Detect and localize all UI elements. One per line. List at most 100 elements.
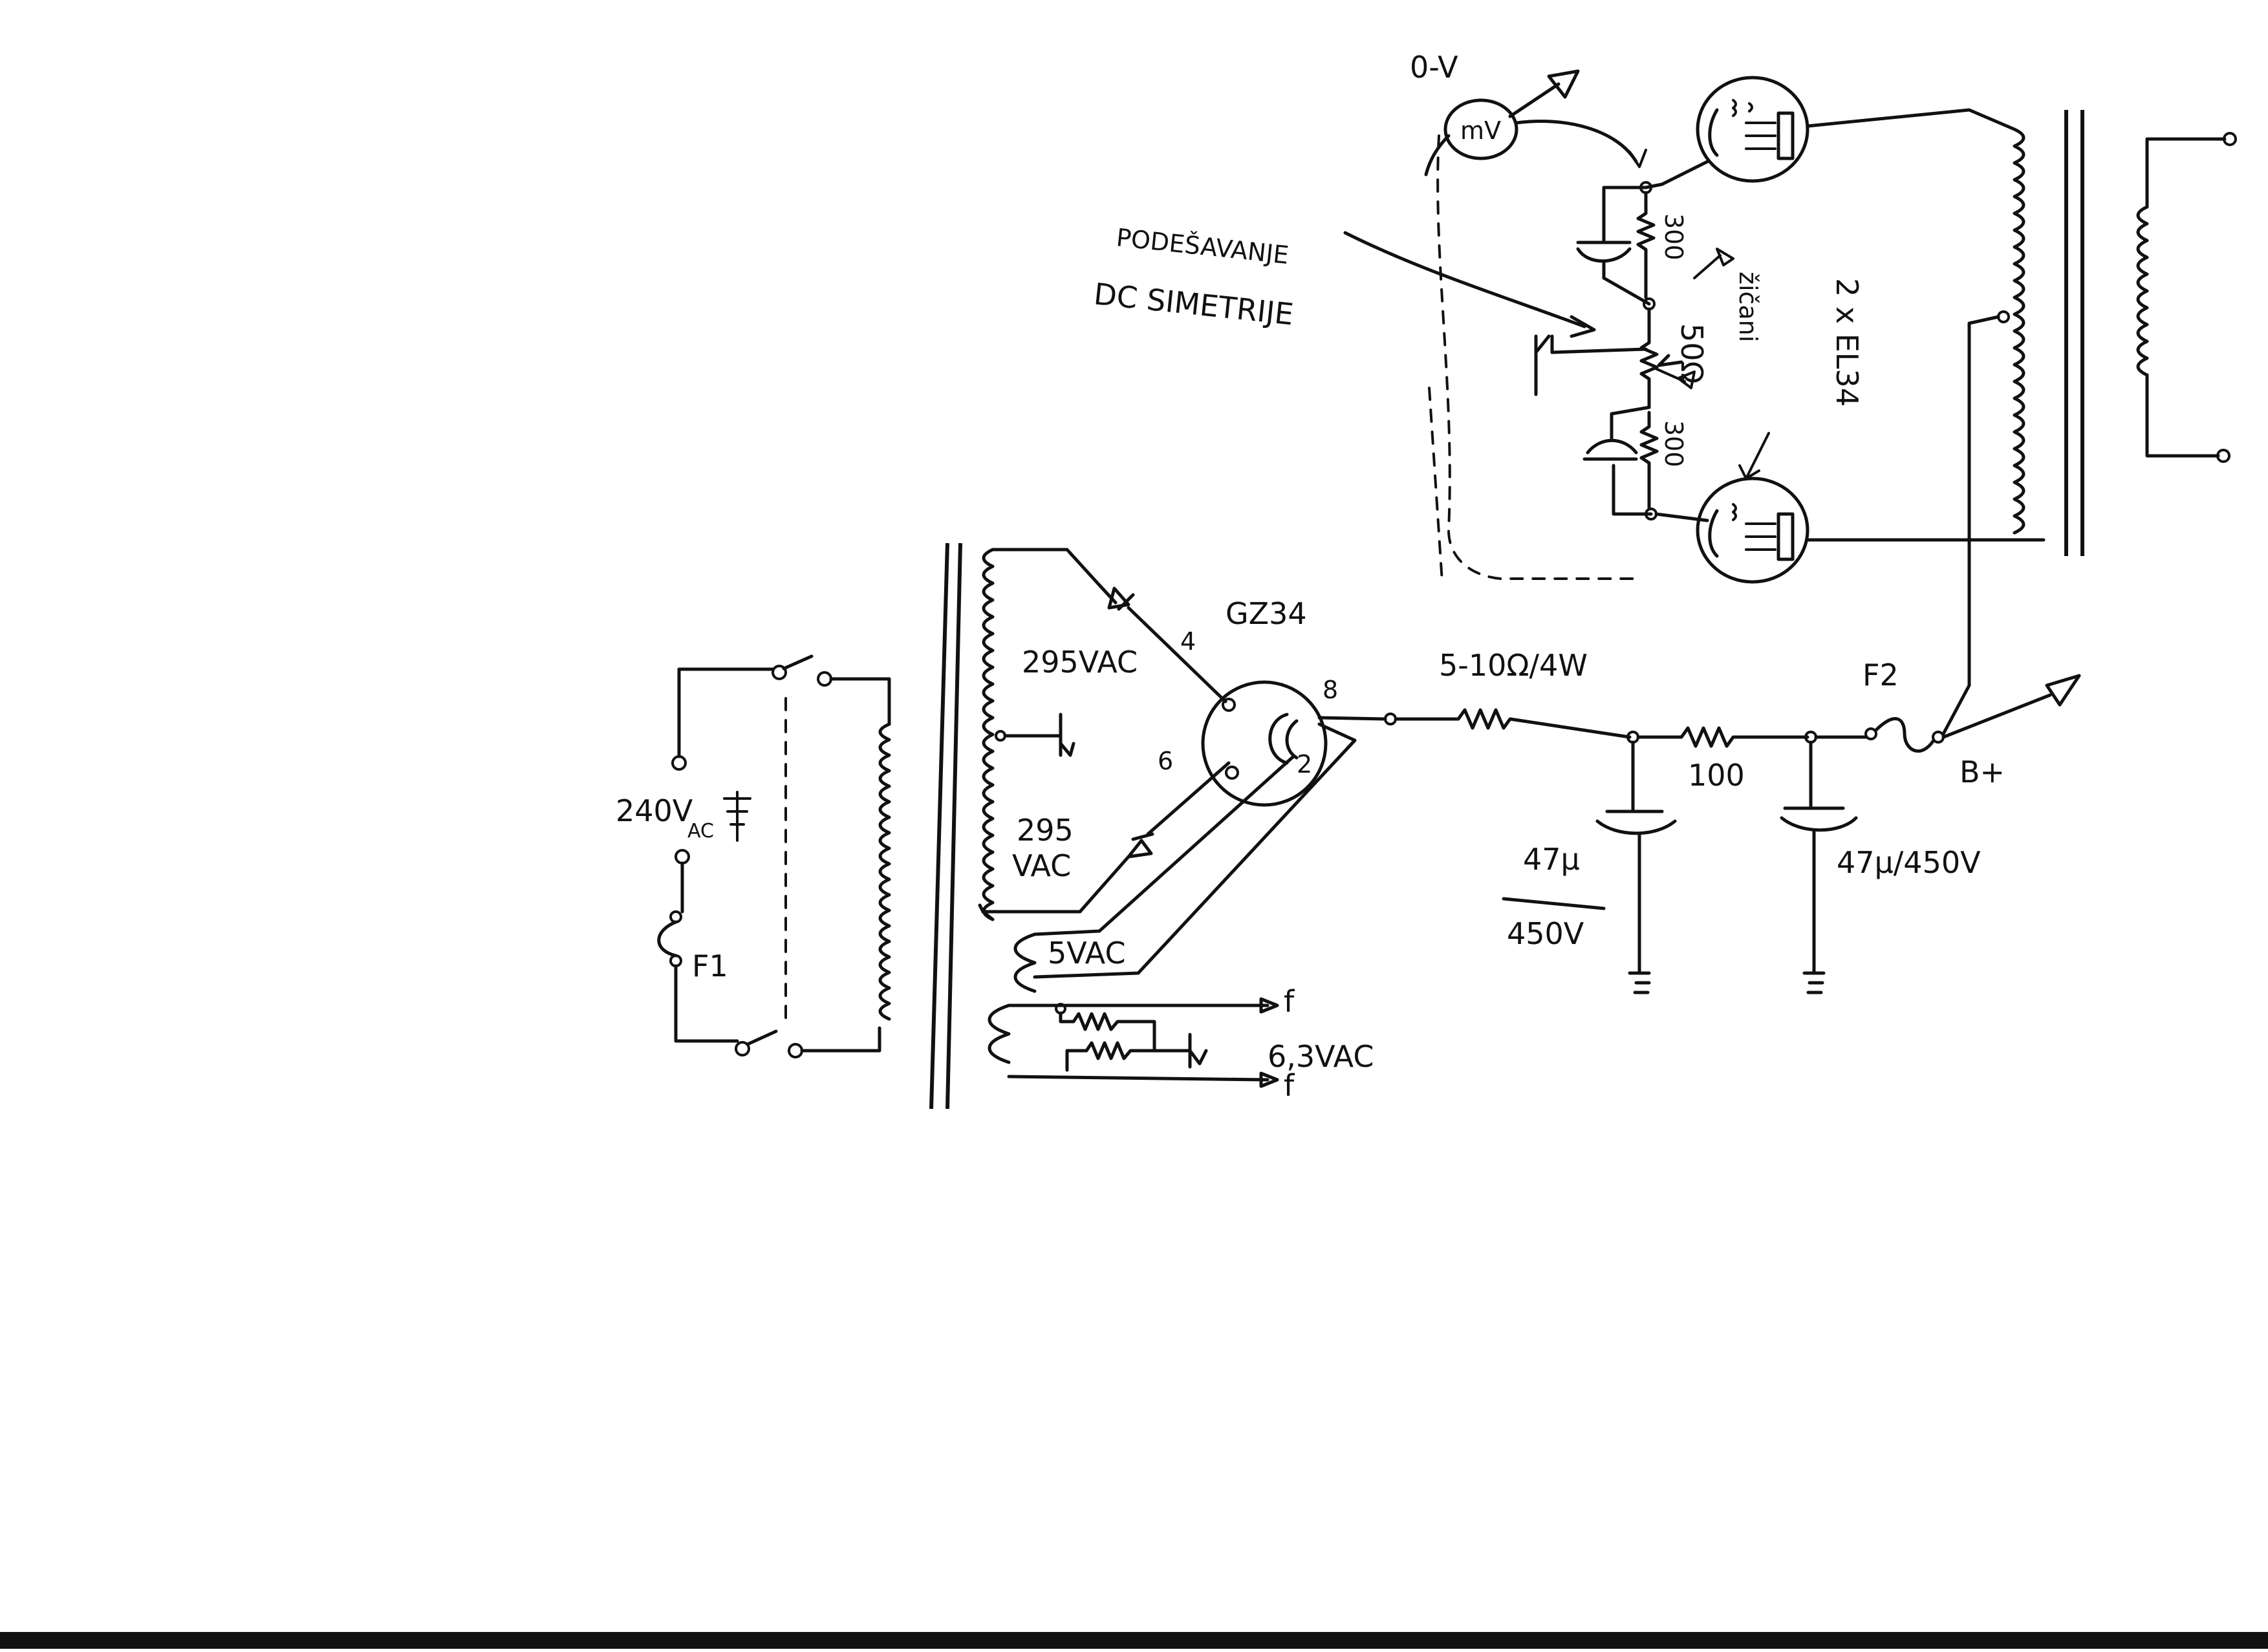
rectifier-pin6 [1225,766,1239,780]
heater-arrow-bottom-icon [1259,1071,1279,1088]
speaker-terminal-bottom [2216,449,2230,463]
ot-secondary-winding [2136,205,2149,377]
mains-earth-icon [723,791,751,842]
fuse1-label: F1 [692,949,728,983]
switch-top-contact-b [817,671,832,687]
el34-lower-anode [1777,512,1795,561]
voltmeter-symbol: mV [1460,116,1501,145]
heater-out-2-label: f [1284,1068,1295,1103]
output-stage: 2 x EL34 300 50Ω žičani 300 mV [1092,50,2046,584]
switch-bottom-contact-a [735,1041,750,1057]
fuse1-element [657,920,678,958]
cap1-voltage-label: 450V [1507,916,1584,951]
voltmeter-adjust-arrow-icon [1547,69,1580,99]
tubes-label: 2 x EL34 [1830,278,1864,407]
diode-top-icon [1107,586,1130,610]
mains-wire-top [677,667,775,758]
fuse2-terminal-a [1864,727,1877,740]
ht-wire-to-pin4 [1127,606,1227,703]
voltmeter-lead-right [1515,120,1638,164]
5v-wire-to-pin2 [1033,755,1295,936]
voltmeter-lead-left [1424,134,1451,177]
balance-pot-wiper-icon [1657,354,1683,367]
b-plus-label: B+ [1960,755,2005,789]
mid-resistor [1636,726,1809,748]
heater-supply: f f 6,3VAC [1007,984,1374,1103]
heater-arrow-top-icon [1259,997,1279,1014]
wirewound-label: žičani [1734,272,1762,342]
wirewound-arrow-bottom-icon [1738,432,1770,480]
cathode-bypass-cap-bottom [1582,405,1653,516]
transformer-core-right [945,542,962,1110]
fuse2-label: F2 [1863,658,1899,692]
heater-out-1-label: f [1284,984,1295,1019]
el34-lower-grids [1732,503,1777,551]
heater-voltage-label: 6,3VAC [1268,1039,1374,1074]
switch-top-contact-a [772,665,787,680]
diode-bottom-bar [1131,832,1154,841]
balance-pot [1639,307,1659,409]
cathode-resistor-bottom-label: 300 [1659,420,1688,467]
ht-upper-voltage-label: 295VAC [1022,645,1138,680]
ot-primary-winding [2013,127,2025,535]
wirewound-arrow-top-icon [1693,248,1734,279]
rectifier-pin4 [1222,698,1236,712]
ht-wire-to-pin6 [1146,761,1231,836]
rectifier-output-wire [1317,716,1387,721]
diode-bottom-icon [1127,839,1153,859]
fuse2-element [1874,717,1936,753]
rectifier-cathode-inner [1285,719,1299,760]
5v-wire-to-pin8 [1033,722,1357,979]
mains-terminal-top [671,755,687,771]
ht-wire-top [1013,548,1101,587]
cap1-value-label: 47μ [1523,842,1580,877]
transformer-ht-winding [982,548,995,921]
transformer-5v-winding [1013,932,1037,993]
mains-wire-to-primary-bottom [800,1026,881,1053]
wirewound-arrow-mid-icon [1654,367,1696,389]
mid-resistor-label: 100 [1688,758,1745,793]
cathode-resistor-bottom [1639,411,1659,510]
pot-ground-icon [1534,334,1648,396]
mains-wire-to-primary-top [829,677,891,726]
adjust-label-line2: DC SIMETRIJE [1092,276,1295,332]
cap2-ground-icon [1802,971,1826,994]
voltmeter-range-label: 0-V [1410,50,1458,85]
cap1-ground-icon [1628,971,1651,994]
el34-lower-cathode [1708,509,1719,558]
switch-top-blade [782,654,814,670]
series-resistor-label: 5-10Ω/4W [1439,648,1588,683]
voltmeter-icon [1443,98,1518,160]
series-resistor [1394,708,1632,739]
output-transformer [1997,110,2237,556]
heater-wire-bottom [1007,1075,1269,1082]
upper-cathode-wire [1644,160,1709,189]
pot-value-label: 50Ω [1674,323,1709,384]
voltmeter-lead-arrow-icon [1628,149,1647,168]
power-transformer: 295VAC 295 VAC 5VAC [878,542,1138,1110]
el34-upper-grids [1732,99,1777,151]
rectifier-type-label: GZ34 [1226,596,1307,631]
heater-balance-resistor-top [1059,1011,1147,1031]
filter-network: 5-10Ω/4W 47μ 450V 100 47μ/450V F2 B+ [1317,315,2081,994]
ht-lower-voltage-label-b: VAC [1012,848,1071,883]
b-plus-arrow-icon [2045,674,2081,707]
mains-terminal-bottom [675,849,690,864]
ht-lower-voltage-label-a: 295 [1017,813,1074,848]
cathode-bypass-cap-top [1576,186,1651,306]
b-plus-wire [1941,693,2052,739]
adjust-label-line1: PODEŠAVANJE [1115,223,1290,270]
mains-ac-label: AC [687,820,714,842]
cathode-resistor-top [1636,191,1656,299]
speaker-terminal-top [2223,132,2237,146]
meter-loop-left [1436,134,1637,580]
ot-secondary-wire-top [2145,137,2227,209]
mains-voltage-label: 240V [616,793,693,828]
cap1-label-divider [1502,897,1606,910]
cap1-plate-bottom [1595,819,1677,835]
mains-wire-bottom [674,964,739,1043]
ht-center-tap-ground-icon [1003,713,1075,757]
mains-input: 240V AC F1 [616,654,891,1058]
